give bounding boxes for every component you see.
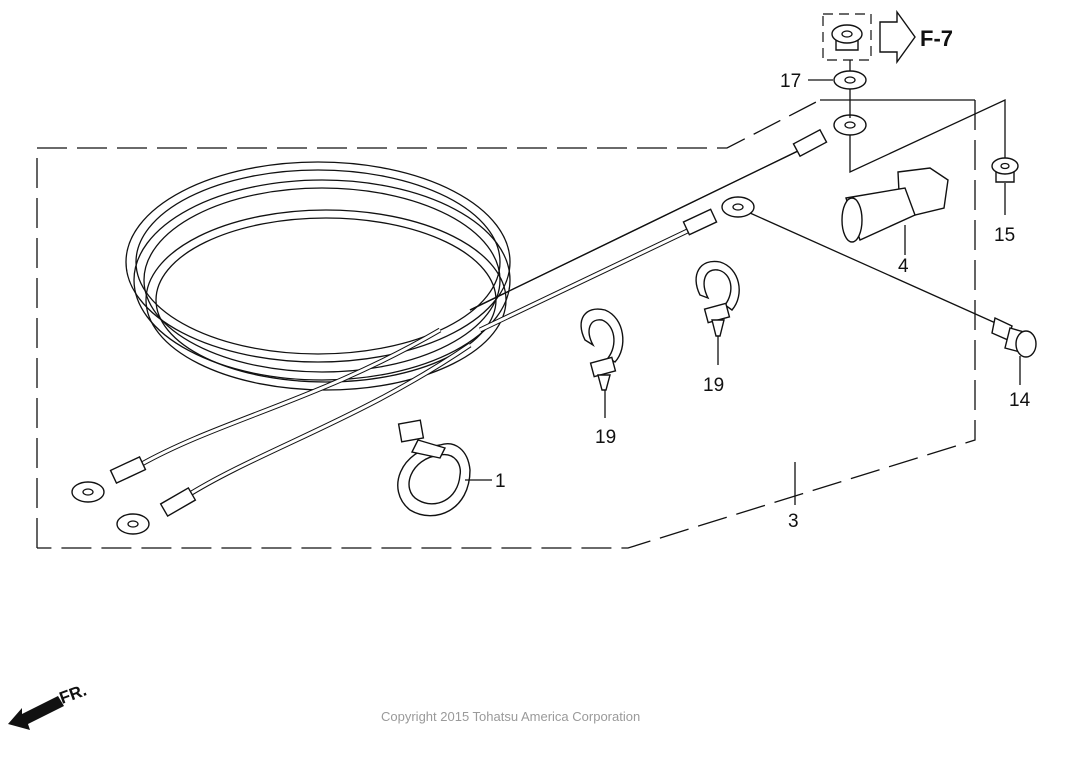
reference-label[interactable]: F-7 — [920, 26, 953, 51]
callout-19-left: 19 — [595, 427, 616, 448]
assembly-boundary — [36, 99, 976, 549]
cable-clamp-1 — [397, 419, 492, 517]
callout-4: 4 — [898, 256, 909, 277]
bolt-14 — [749, 212, 1037, 385]
callout-1: 1 — [495, 471, 506, 492]
washer-17 — [808, 60, 867, 118]
nut-15 — [991, 157, 1019, 215]
cable-upper — [469, 114, 867, 311]
arrow-right-icon — [879, 9, 916, 65]
callout-17: 17 — [780, 71, 801, 92]
copyright-text: Copyright 2015 Tohatsu America Corporati… — [381, 709, 641, 724]
front-indicator: FR. — [8, 681, 89, 730]
reference-nut — [822, 9, 916, 65]
cable-left-ends — [71, 327, 472, 535]
clip-19-right — [695, 260, 740, 365]
cable-coil — [125, 161, 511, 391]
clip-19-left — [580, 308, 624, 418]
front-arrow-icon — [8, 696, 64, 730]
callout-14: 14 — [1009, 390, 1031, 411]
cable-lower — [478, 196, 755, 333]
callout-3: 3 — [788, 511, 799, 532]
callout-15: 15 — [994, 225, 1015, 246]
connector-cap-4 — [841, 167, 949, 255]
callout-19-right: 19 — [703, 375, 724, 396]
front-label: FR. — [57, 681, 89, 708]
